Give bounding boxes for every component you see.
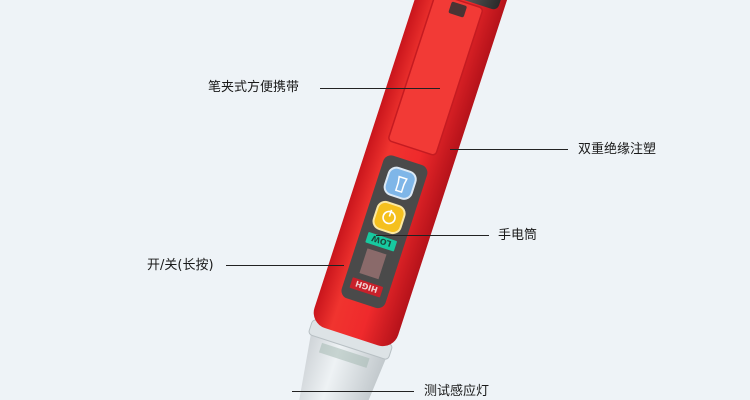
sensor-tip <box>294 319 393 400</box>
annotation-flashlight: 手电筒 <box>498 228 538 243</box>
control-panel: LOW HIGH <box>341 155 428 309</box>
leader-line-sensor-light <box>292 391 414 392</box>
annotation-sensor-light: 测试感应灯 <box>424 384 490 399</box>
high-indicator <box>349 277 384 298</box>
leader-line-clip <box>320 88 440 89</box>
low-indicator <box>365 232 397 252</box>
flashlight-icon <box>394 175 408 194</box>
flashlight-button[interactable] <box>383 166 418 201</box>
leader-line-power <box>226 265 344 266</box>
leader-line-insulation <box>450 149 568 150</box>
annotation-insulation: 双重绝缘注塑 <box>578 142 657 157</box>
led-window <box>359 248 387 280</box>
power-button[interactable] <box>371 200 406 235</box>
leader-line-flashlight <box>376 235 489 236</box>
pen-clip <box>388 0 484 156</box>
annotation-clip: 笔夹式方便携带 <box>208 80 300 95</box>
annotation-power: 开/关(长按) <box>147 258 214 273</box>
